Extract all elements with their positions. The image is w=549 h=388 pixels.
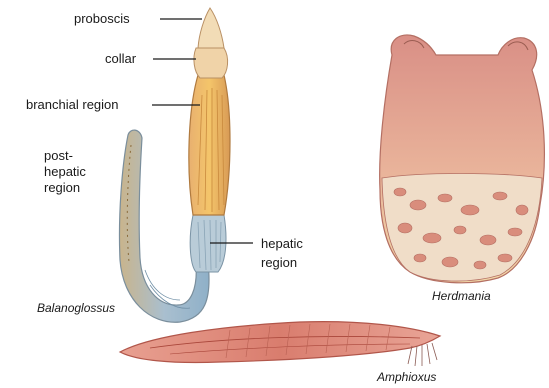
label-proboscis: proboscis xyxy=(74,11,130,27)
caption-amphioxus: Amphioxus xyxy=(377,370,436,384)
amphioxus-body xyxy=(120,322,440,366)
label-post-hepatic-line2: hepatic xyxy=(44,164,86,180)
herdmania-body xyxy=(380,35,545,283)
label-branchial-region: branchial region xyxy=(26,97,119,113)
caption-herdmania: Herdmania xyxy=(432,289,491,303)
label-post-hepatic-line1: post- xyxy=(44,148,73,164)
label-collar: collar xyxy=(105,51,136,67)
label-post-hepatic-line3: region xyxy=(44,180,80,196)
caption-balanoglossus: Balanoglossus xyxy=(37,301,115,315)
label-hepatic-line2: region xyxy=(261,255,297,271)
label-hepatic-line1: hepatic xyxy=(261,236,303,252)
